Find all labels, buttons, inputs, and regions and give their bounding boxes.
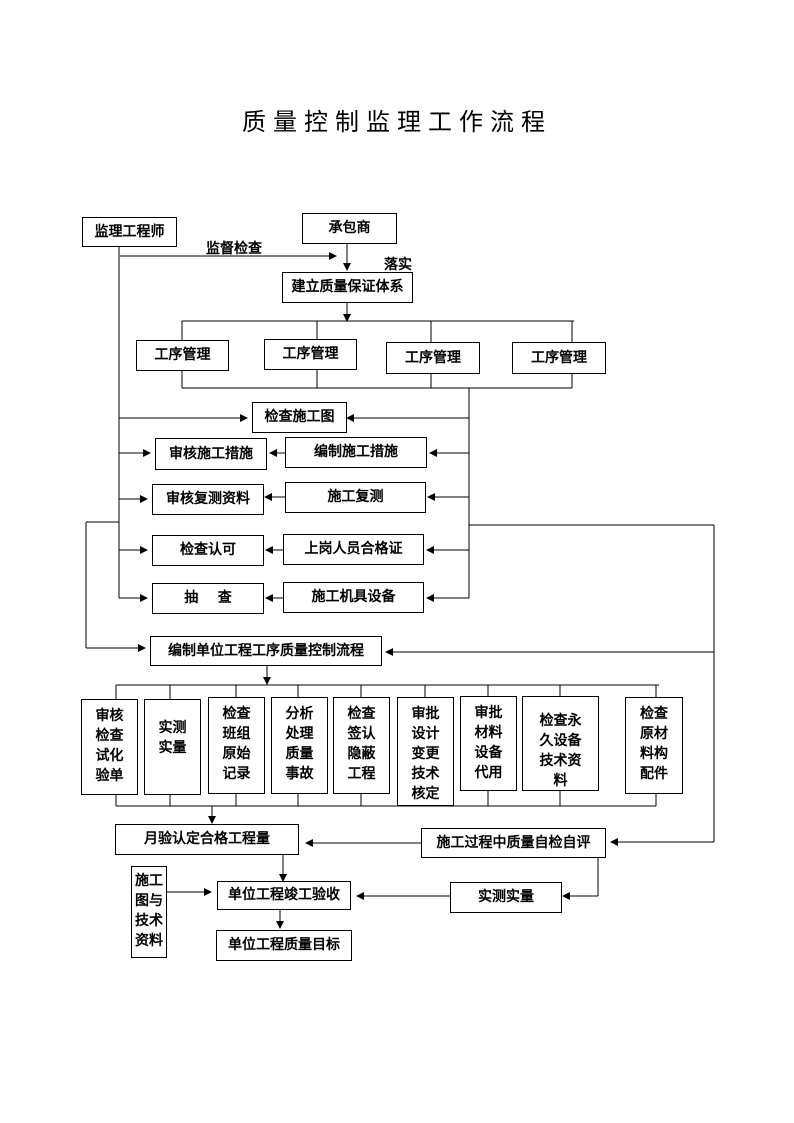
check-label: 审批设计变更技术核定 [411,706,440,802]
qa-system-node: 建立质量保证体系 [282,272,413,303]
edge-label-implement: 落实 [384,257,412,273]
prepare-measures-node: 编制施工措施 [285,437,427,468]
page-title: 质量控制监理工作流程 [242,108,552,136]
staff-certificates-label: 上岗人员合格证 [304,541,403,558]
edge-label-supervise: 监督检查 [206,241,262,257]
check-label: 检查签认隐蔽工程 [347,706,376,782]
unit-flow-node: 编制单位工程工序质量控制流程 [150,636,382,666]
review-measures-node: 审核施工措施 [155,438,267,470]
process-mgmt-label: 工序管理 [531,349,587,366]
check-node-2: 实测实量 [144,699,201,795]
process-mgmt-node-2: 工序管理 [264,339,357,370]
spot-check-node: 抽 查 [152,583,264,614]
check-node-5: 检查签认隐蔽工程 [333,697,390,794]
construction-survey-label: 施工复测 [327,489,384,506]
field-measure-node: 实测实量 [450,882,562,913]
process-mgmt-node-4: 工序管理 [512,342,606,374]
monthly-quantity-node: 月验认定合格工程量 [115,824,299,855]
drawings-docs-node: 施工图与技术资料 [131,866,167,958]
supervisor-label: 监理工程师 [94,223,165,240]
qa-system-label: 建立质量保证体系 [291,279,404,296]
quality-target-label: 单位工程质量目标 [228,937,340,954]
check-node-1: 审核检查试化验单 [81,699,138,795]
check-label: 检查原材料构配件 [640,706,668,782]
field-measure-label: 实测实量 [478,889,534,906]
drawings-docs-label: 施工图与技术资料 [135,873,163,949]
process-mgmt-label: 工序管理 [282,346,339,363]
supervisor-node: 监理工程师 [82,217,177,247]
check-node-3: 检查班组原始记录 [208,697,265,794]
self-check-label: 施工过程中质量自检自评 [436,834,591,851]
contractor-node: 承包商 [302,213,397,244]
completion-node: 单位工程竣工验收 [217,881,351,910]
check-node-9: 检查原材料构配件 [625,697,683,794]
monthly-quantity-label: 月验认定合格工程量 [144,831,270,848]
inspect-approve-node: 检查认可 [152,535,264,566]
review-survey-label: 审核复测资料 [166,491,250,508]
check-label: 检查永久设备技术资料 [539,713,582,789]
inspect-approve-label: 检查认可 [180,542,236,559]
staff-certificates-node: 上岗人员合格证 [283,534,424,565]
unit-flow-label: 编制单位工程工序质量控制流程 [168,642,364,659]
completion-label: 单位工程竣工验收 [228,887,340,904]
self-check-node: 施工过程中质量自检自评 [421,828,606,858]
process-mgmt-node-3: 工序管理 [386,342,480,374]
prepare-measures-label: 编制施工措施 [314,444,398,461]
equipment-label: 施工机具设备 [311,589,396,606]
equipment-node: 施工机具设备 [283,582,424,613]
check-label: 分析处理质量事故 [285,706,314,782]
review-measures-label: 审核施工措施 [169,445,253,462]
process-mgmt-label: 工序管理 [154,347,211,364]
check-label: 审批材料设备代用 [474,705,503,781]
check-drawings-label: 检查施工图 [264,409,335,426]
check-node-8: 检查永久设备技术资料 [522,696,599,791]
check-node-7: 审批材料设备代用 [460,696,517,791]
review-survey-node: 审核复测资料 [152,484,264,515]
process-mgmt-node-1: 工序管理 [136,340,229,371]
check-node-6: 审批设计变更技术核定 [397,697,454,806]
quality-target-node: 单位工程质量目标 [216,930,352,961]
check-label: 审核检查试化验单 [95,708,124,784]
check-label: 检查班组原始记录 [222,706,251,782]
check-node-4: 分析处理质量事故 [271,697,328,794]
check-drawings-node: 检查施工图 [252,402,347,433]
check-label: 实测实量 [158,720,187,756]
contractor-label: 承包商 [328,220,371,237]
construction-survey-node: 施工复测 [285,482,426,513]
spot-check-label: 抽 查 [184,590,232,607]
process-mgmt-label: 工序管理 [405,349,461,366]
